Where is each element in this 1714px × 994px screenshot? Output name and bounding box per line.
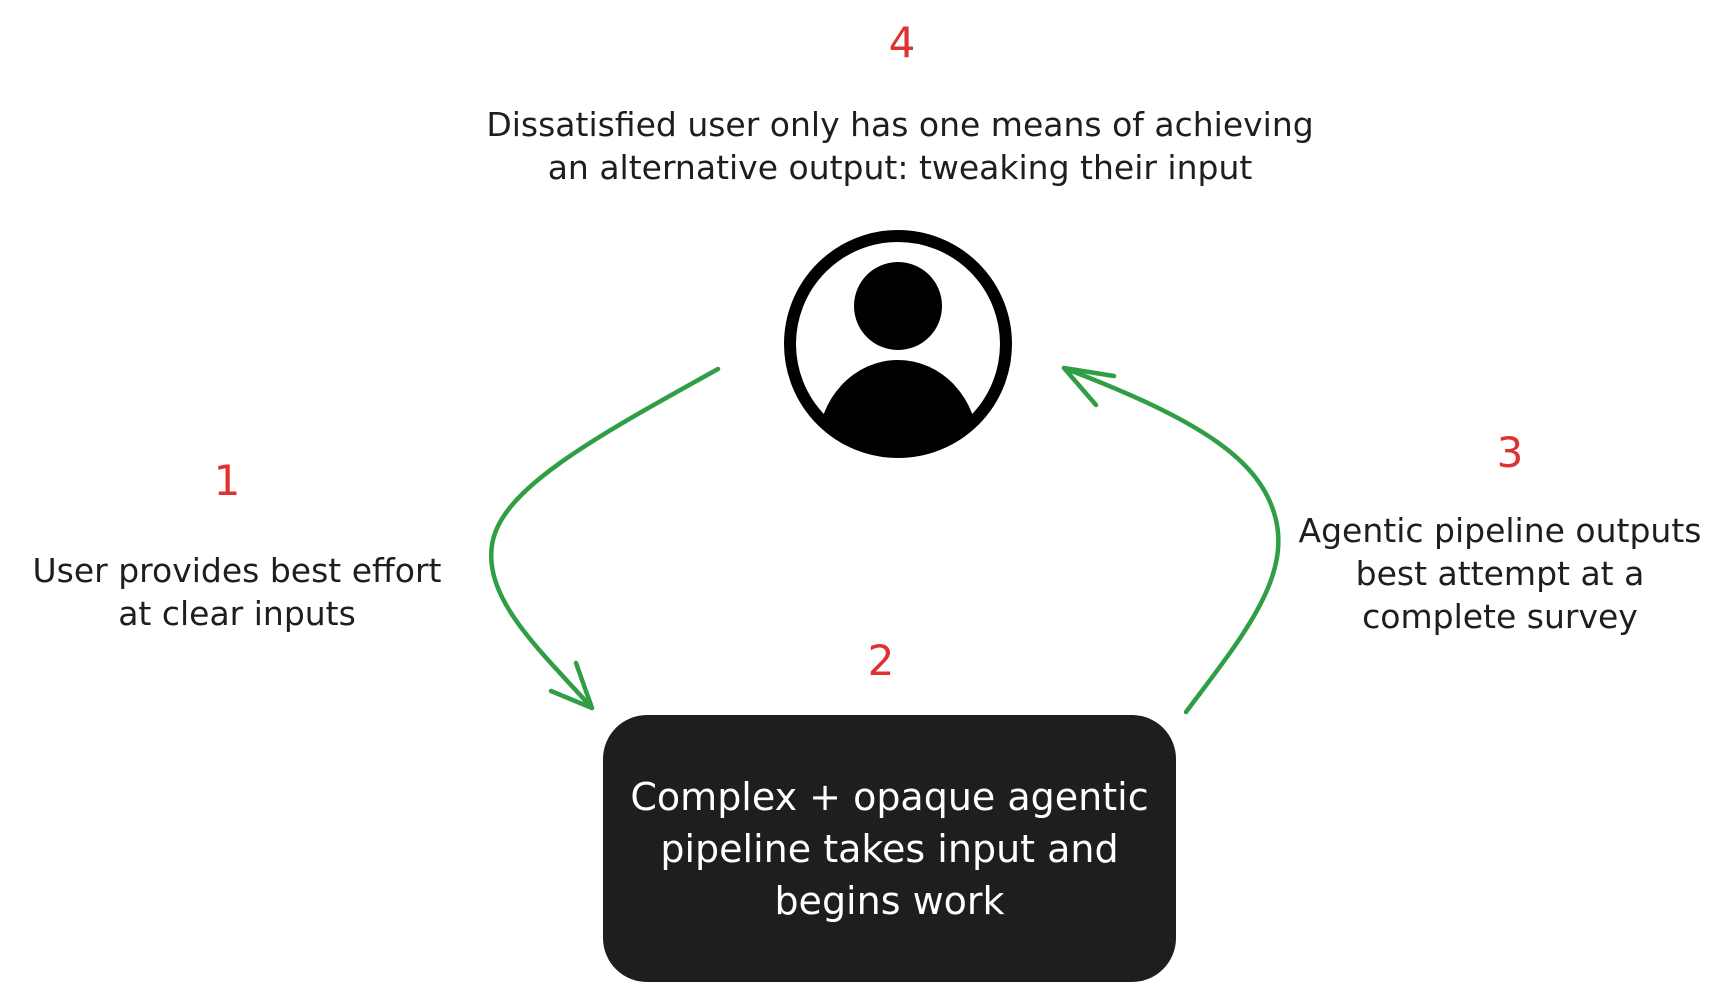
arrow-pipeline-to-user-head-icon [1061,365,1117,408]
step-2-number: 2 [867,636,895,685]
pipeline-box-line-1: Complex + opaque agentic [630,774,1149,819]
user-avatar-icon [784,230,1012,458]
step-1-note-line-2: at clear inputs [118,594,356,633]
step-4-note-line-2: an alternative output: tweaking their in… [547,148,1253,187]
step-4-note-line-1: Dissatisfied user only has one means of … [486,105,1314,144]
step-3-note-line-3: complete survey [1362,597,1638,636]
step-4-number: 4 [888,18,916,67]
arrow-pipeline-to-user [1061,365,1281,715]
arrow-user-to-pipeline-head-icon [548,660,595,711]
step-3-number: 3 [1496,428,1524,477]
step-3-note-line-2: best attempt at a [1355,554,1645,593]
arrow-user-to-pipeline [488,366,721,711]
pipeline-box-text: Complex + opaque agentic pipeline takes … [630,771,1148,927]
step-3-note: Agentic pipeline outputs best attempt at… [1290,509,1710,638]
step-1-note: User provides best effort at clear input… [14,549,460,635]
step-1-number: 1 [213,456,241,505]
agentic-pipeline-box: Complex + opaque agentic pipeline takes … [603,715,1176,982]
step-1-note-line-1: User provides best effort [32,551,442,590]
pipeline-box-line-3: begins work [774,878,1005,923]
step-4-note: Dissatisfied user only has one means of … [470,103,1330,189]
pipeline-box-line-2: pipeline takes input and [660,826,1119,871]
step-3-note-line-1: Agentic pipeline outputs [1298,511,1702,550]
